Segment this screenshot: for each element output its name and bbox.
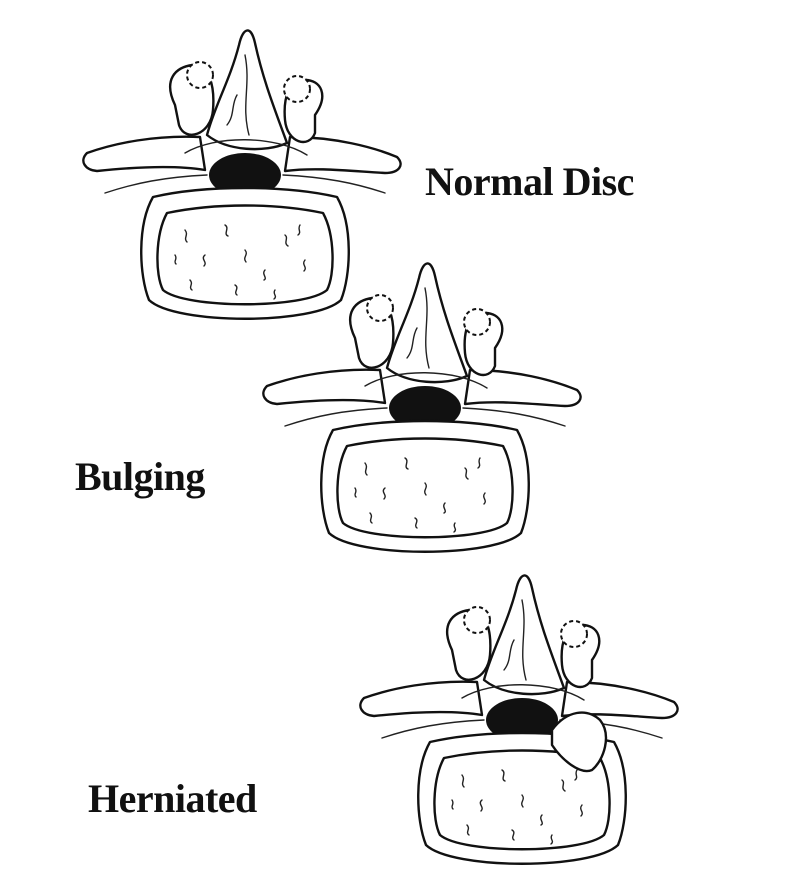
label-normal-disc: Normal Disc (425, 159, 634, 204)
herniated-disc-vertebra (359, 574, 679, 865)
normal-disc-vertebra (82, 29, 402, 320)
label-bulging: Bulging (75, 454, 205, 499)
herniation-bulge (550, 711, 608, 773)
label-herniated: Herniated (88, 776, 257, 821)
